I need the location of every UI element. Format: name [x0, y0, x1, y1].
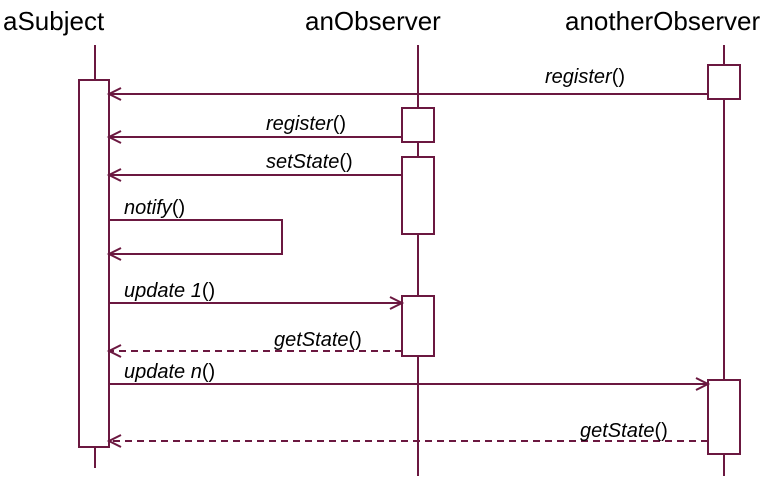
message-update-1-arrowhead	[389, 296, 405, 310]
message-notify-self-loop	[109, 219, 283, 255]
activation-anobserver-update	[401, 295, 435, 357]
message-getstate-anobserver-arrowhead	[106, 344, 122, 358]
message-register-anobserver-label: register()	[266, 113, 346, 135]
participant-anotherobserver-label: anotherObserver	[565, 6, 760, 36]
message-notify-label: notify()	[124, 197, 185, 219]
message-register-another-arrowhead	[106, 87, 122, 101]
message-setstate-label: setState()	[266, 151, 353, 173]
participant-anobserver-label: anObserver	[305, 6, 441, 36]
activation-asubject	[78, 79, 110, 448]
activation-anotherobserver-register	[707, 64, 741, 100]
message-getstate-anobserver-label: getState()	[274, 329, 362, 351]
message-getstate-another-label: getState()	[580, 420, 668, 442]
activation-anobserver-setstate	[401, 156, 435, 235]
activation-anobserver-register	[401, 107, 435, 143]
message-register-anobserver-arrowhead	[106, 130, 122, 144]
message-update-1-label: update 1()	[124, 280, 215, 302]
message-update-n-arrowhead	[695, 377, 711, 391]
message-notify-arrowhead	[106, 247, 122, 261]
message-register-another-label: register()	[545, 66, 625, 88]
message-update-n-label: update n()	[124, 361, 215, 383]
message-setstate-arrowhead	[106, 168, 122, 182]
activation-anotherobserver-update	[707, 379, 741, 455]
message-getstate-another-arrowhead	[106, 434, 122, 448]
participant-asubject-label: aSubject	[3, 6, 105, 36]
